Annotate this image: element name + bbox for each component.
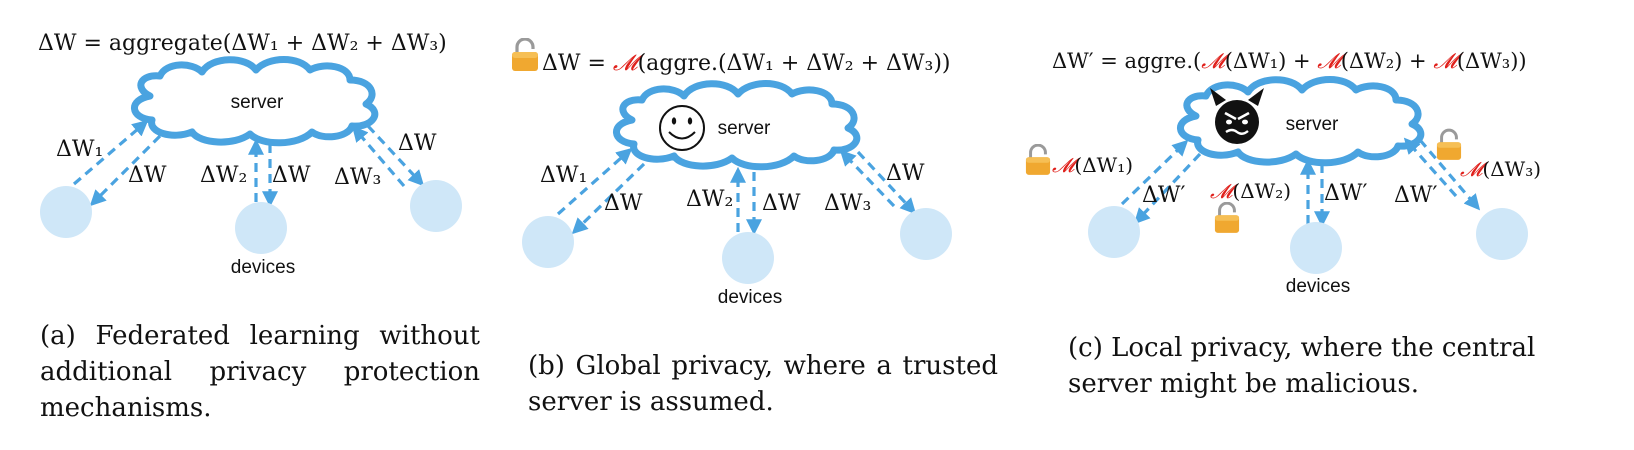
down-label-3: ΔW′ [1394,183,1438,208]
arrow-up-1 [72,119,149,186]
device-3 [1476,208,1528,260]
down-label-3: ΔW [886,161,925,186]
panel-a: ΔW = aggregate(ΔW₁ + ΔW₂ + ΔW₃) server Δ… [0,0,520,450]
down-label-1: ΔW [604,191,643,216]
device-3 [410,180,462,232]
device-3 [900,208,952,260]
equation-rhs: (aggre.(ΔW₁ + ΔW₂ + ΔW₃)) [638,51,951,76]
lock-icon [1436,128,1462,162]
arrow-up-3 [839,149,896,208]
devices-label: devices [1286,276,1350,297]
devices-label: devices [231,257,295,278]
down-label-3: ΔW [398,131,437,156]
server-cloud [131,56,379,147]
devil-face-icon [1210,88,1264,144]
global-equation: ΔW = 𝓜(aggre.(ΔW₁ + ΔW₂ + ΔW₃)) [542,51,951,76]
update-arg: (ΔW₂) [1232,179,1291,203]
diagram-a: ΔW = aggregate(ΔW₁ + ΔW₂ + ΔW₃) server Δ… [38,31,462,278]
up-label-1: ΔW₁ [56,137,103,162]
arrows [72,119,425,208]
server-label: server [1286,114,1339,135]
arrow-up-1 [556,147,633,216]
down-label-1: ΔW′ [1142,183,1186,208]
down-label-2: ΔW [762,191,801,216]
caption-c: (c) Local privacy, where the central ser… [1068,333,1536,399]
noised-update-3: 𝓜(ΔW₃) [1460,157,1541,181]
down-label-2: ΔW′ [1324,181,1368,206]
noised-update-1: 𝓜(ΔW₁) [1052,153,1133,177]
caption-a: (a) Federated learning without additiona… [40,321,480,423]
panel-c: ΔW′ = aggre.(𝓜(ΔW₁) + 𝓜(ΔW₂) + 𝓜(ΔW₃)) s… [1025,0,1634,450]
equation-term-2: (ΔW₂) + [1341,49,1434,73]
device-1 [40,186,92,238]
arrow-down-1 [571,162,646,235]
down-label-2: ΔW [272,163,311,188]
equation-lhs: ΔW′ = aggre.( [1052,49,1201,73]
update-arg: (ΔW₃) [1482,157,1541,181]
device-2 [1290,222,1342,274]
aggregate-equation: ΔW = aggregate(ΔW₁ + ΔW₂ + ΔW₃) [38,31,447,56]
up-label-2: ΔW₂ [200,163,247,188]
arrows [556,147,917,236]
equation-term-3: (ΔW₃)) [1457,49,1527,73]
arrow-up-3 [351,125,406,188]
devices-label: devices [718,287,782,308]
arrow-down-3 [366,124,425,187]
server-label: server [718,118,771,139]
arrow-down-1 [89,134,162,207]
up-label-2: ΔW₂ [686,187,733,212]
device-1 [1088,206,1140,258]
caption-b: (b) Global privacy, where a trusted serv… [528,351,998,417]
arrow-up-3 [1403,137,1458,198]
arrows [1120,137,1481,228]
panel-b: ΔW = 𝓜(aggre.(ΔW₁ + ΔW₂ + ΔW₃)) server Δ… [511,0,1050,450]
down-label-1: ΔW [128,163,167,188]
lock-icon [1214,202,1240,234]
device-1 [522,216,574,268]
up-label-3: ΔW₃ [334,165,381,190]
diagram-c: ΔW′ = aggre.(𝓜(ΔW₁) + 𝓜(ΔW₂) + 𝓜(ΔW₃)) s… [1025,49,1541,297]
diagram-b: ΔW = 𝓜(aggre.(ΔW₁ + ΔW₂ + ΔW₃)) server Δ… [511,38,952,308]
device-2 [235,202,287,254]
up-label-1: ΔW₁ [540,163,587,188]
noised-update-2: 𝓜(ΔW₂) [1210,179,1291,203]
smiley-face-icon [659,105,705,151]
local-equation: ΔW′ = aggre.(𝓜(ΔW₁) + 𝓜(ΔW₂) + 𝓜(ΔW₃)) [1052,49,1527,73]
equation-term-1: (ΔW₁) + [1225,49,1318,73]
device-2 [722,232,774,284]
update-arg: (ΔW₁) [1074,153,1133,177]
up-label-3: ΔW₃ [824,191,871,216]
arrow-down-1 [1133,152,1202,225]
server-label: server [231,92,284,113]
arrow-down-3 [856,150,917,215]
equation-lhs: ΔW = [542,51,613,76]
